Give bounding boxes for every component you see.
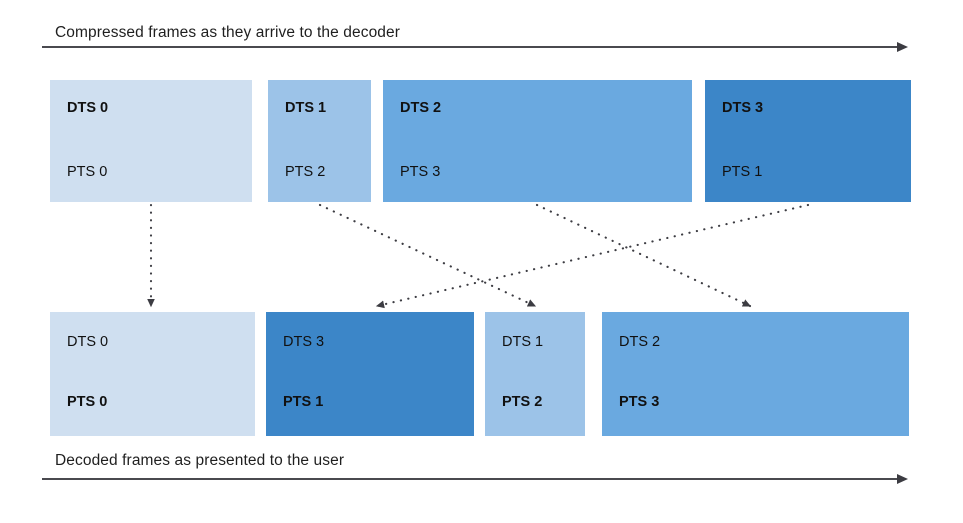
frame-dts-label: DTS 0	[67, 334, 109, 350]
decoded-frame-1: DTS 3 PTS 1	[266, 312, 474, 436]
frame-dts-label: DTS 1	[285, 100, 327, 116]
compressed-frame-1: DTS 1 PTS 2	[268, 80, 371, 202]
decoded-timeline-axis	[42, 472, 908, 486]
compressed-timeline-axis	[42, 40, 908, 54]
decoded-frame-2: DTS 1 PTS 2	[485, 312, 585, 436]
frame-pts-label: PTS 2	[502, 394, 543, 410]
compressed-frames-caption: Compressed frames as they arrive to the …	[55, 24, 400, 41]
arrow-head-icon	[897, 41, 908, 52]
frame-pts-label: PTS 1	[283, 394, 324, 410]
connector-dts-3	[375, 203, 810, 309]
frame-pts-label: PTS 2	[285, 164, 326, 180]
frame-dts-label: DTS 1	[502, 334, 544, 350]
compressed-frame-2: DTS 2 PTS 3	[383, 80, 692, 202]
decoded-frame-3: DTS 2 PTS 3	[602, 312, 909, 436]
frame-dts-label: DTS 2	[619, 334, 661, 350]
decoded-frames-caption: Decoded frames as presented to the user	[55, 452, 345, 469]
timeline-line	[42, 478, 897, 480]
frame-pts-label: PTS 1	[722, 164, 763, 180]
frame-dts-label: DTS 2	[400, 100, 442, 116]
frame-pts-label: PTS 3	[400, 164, 441, 180]
frame-dts-label: DTS 3	[283, 334, 325, 350]
compressed-frame-3: DTS 3 PTS 1	[705, 80, 911, 202]
arrow-head-icon	[897, 473, 908, 484]
connector-dts-1	[318, 203, 537, 308]
frame-dts-label: DTS 0	[67, 100, 109, 116]
connector-dts-2	[535, 203, 752, 308]
compressed-frame-0: DTS 0 PTS 0	[50, 80, 252, 202]
frame-pts-label: PTS 0	[67, 394, 108, 410]
frame-dts-label: DTS 3	[722, 100, 764, 116]
decoded-frame-0: DTS 0 PTS 0	[50, 312, 255, 436]
frame-pts-label: PTS 0	[67, 164, 108, 180]
timeline-line	[42, 46, 897, 48]
frame-pts-label: PTS 3	[619, 394, 660, 410]
